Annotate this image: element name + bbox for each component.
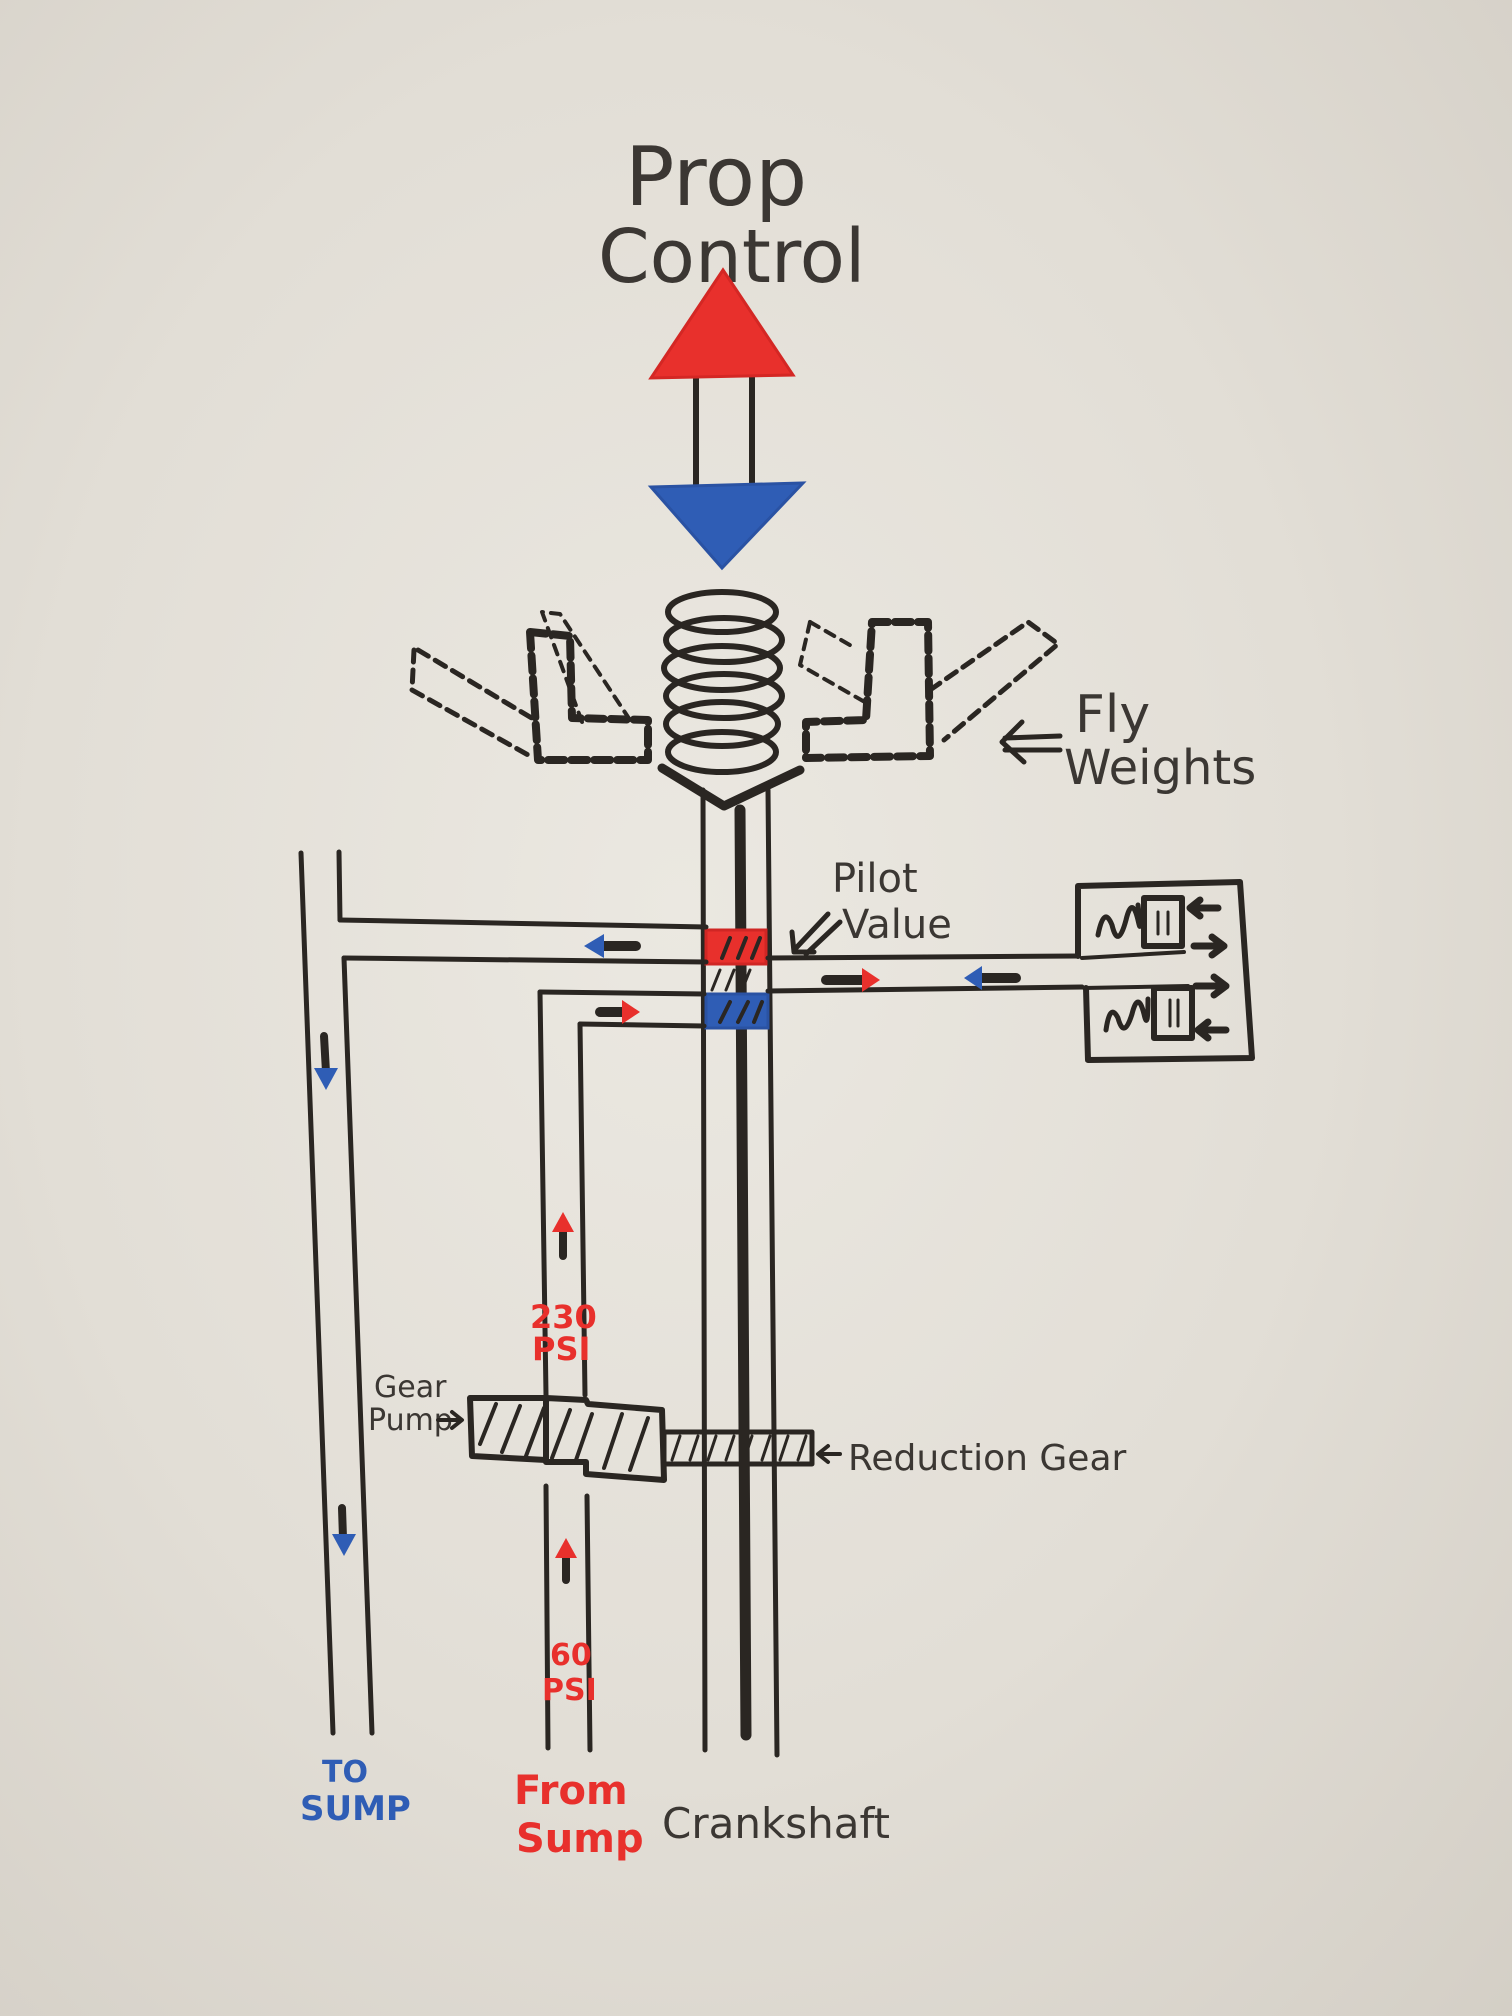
flyweight-underspeed-right <box>798 620 872 707</box>
pilot-valve-housing <box>700 787 780 1758</box>
pilot-valve-arrow-icon <box>789 911 843 957</box>
svg-text:From: From <box>514 1768 628 1814</box>
cylinder-arrow-blue-2-icon <box>1192 973 1230 999</box>
speeder-spring-icon <box>661 589 785 775</box>
cylinder-arrow-red-top-icon <box>1186 896 1222 920</box>
flow-arrow-down-2-icon <box>338 1504 347 1542</box>
high-pressure-label: 230 PSI <box>530 1298 597 1368</box>
crankshaft-label: Crankshaft <box>662 1799 890 1848</box>
low-pressure-label: 60 PSI <box>542 1638 597 1708</box>
flyweight-right <box>802 618 934 762</box>
cylinder-spring-bottom-icon <box>1103 996 1151 1033</box>
flyweight-overspeed-right <box>927 619 1061 743</box>
spring-seat <box>657 763 805 811</box>
flyweight-overspeed-left <box>409 647 538 759</box>
fly-weights-arrow-icon <box>999 719 1063 765</box>
supply-line <box>537 989 707 1753</box>
reduction-gear-arrow-icon <box>816 1444 842 1464</box>
flow-arrow-down-1-icon <box>320 1032 330 1076</box>
svg-text:Pilot: Pilot <box>832 856 918 902</box>
svg-text:PSI: PSI <box>532 1330 590 1368</box>
fine-pitch-piston <box>1151 985 1195 1041</box>
svg-text:Fly: Fly <box>1075 685 1150 745</box>
fly-weights-label: Fly Weights <box>999 685 1256 796</box>
gear-pump-label: Gear Pump <box>368 1370 464 1438</box>
from-sump-label: From Sump <box>514 1768 644 1862</box>
svg-text:60: 60 <box>550 1638 592 1673</box>
svg-text:230: 230 <box>530 1298 597 1336</box>
svg-text:SUMP: SUMP <box>300 1789 411 1829</box>
flyweight-underspeed-left <box>540 610 632 724</box>
coarse-pitch-piston <box>1141 895 1185 949</box>
svg-text:TO: TO <box>322 1755 368 1790</box>
svg-text:Value: Value <box>842 902 952 948</box>
prop-cylinder-line <box>765 953 1085 994</box>
cylinder-spring-top-icon <box>1095 902 1143 939</box>
increase-rpm-arrow-icon <box>648 267 796 380</box>
gear-pump-arrow-icon <box>436 1410 464 1430</box>
gear-pump <box>467 1395 667 1483</box>
svg-text:Gear: Gear <box>374 1370 447 1405</box>
reduction-gear <box>661 1429 815 1467</box>
pilot-valve-stem-mid <box>710 968 752 992</box>
to-sump-label: TO SUMP <box>300 1755 411 1829</box>
cylinder-arrow-blue-1-icon <box>1190 933 1228 959</box>
svg-text:PSI: PSI <box>542 1673 597 1708</box>
svg-text:Weights: Weights <box>1064 740 1256 796</box>
svg-text:Reduction Gear: Reduction Gear <box>848 1438 1127 1479</box>
title: Prop Control <box>598 130 866 300</box>
pilot-valve-label: Pilot Value <box>789 856 952 957</box>
drain-line <box>298 849 709 1736</box>
reduction-gear-label: Reduction Gear <box>816 1438 1127 1479</box>
cylinder-arrow-red-bottom-icon <box>1194 1018 1230 1042</box>
control-rod <box>693 372 755 488</box>
svg-text:Sump: Sump <box>516 1816 644 1862</box>
decrease-rpm-arrow-icon <box>647 481 807 571</box>
flyweight-left <box>526 628 652 764</box>
title-line1: Prop <box>625 130 807 225</box>
prop-pitch-cylinder <box>1075 879 1255 1063</box>
